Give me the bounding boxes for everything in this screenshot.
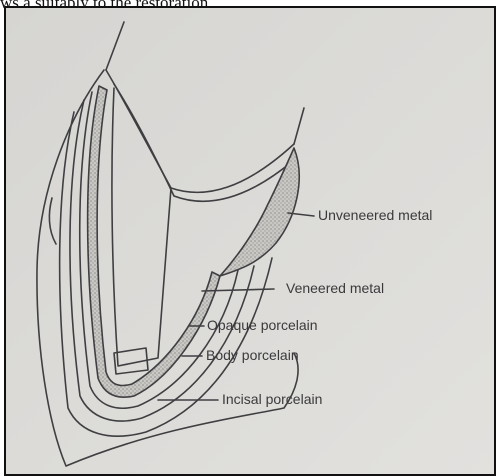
label-unveneered-metal: Unveneered metal (318, 207, 432, 223)
crown-cross-section-diagram: Unveneered metal Veneered metal Opaque p… (6, 8, 494, 474)
label-body-porcelain: Body porcelain (206, 347, 299, 363)
label-opaque-porcelain: Opaque porcelain (207, 317, 318, 333)
label-incisal-porcelain: Incisal porcelain (222, 391, 322, 407)
diagram-frame: Unveneered metal Veneered metal Opaque p… (4, 6, 496, 476)
label-veneered-metal: Veneered metal (286, 280, 384, 296)
